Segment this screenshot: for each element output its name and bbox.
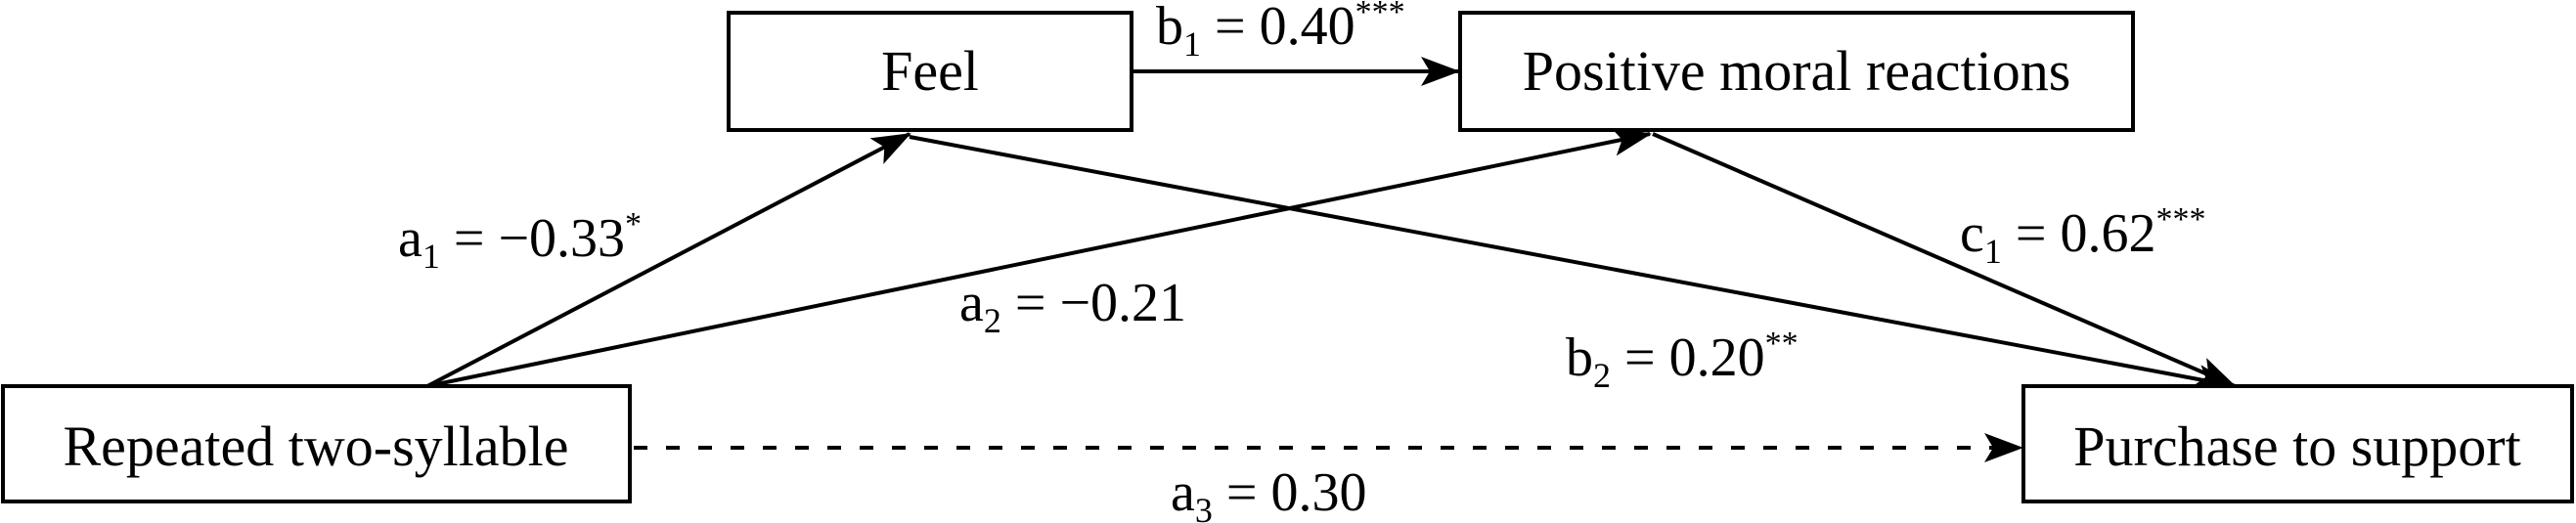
- node-purchase-to-support: Purchase to support: [2021, 384, 2574, 503]
- node-feel-label: Feel: [881, 39, 979, 103]
- edge-b2: [909, 135, 2237, 394]
- node-rts-label: Repeated two-syllable: [64, 414, 569, 478]
- edge-a1: [426, 132, 911, 388]
- label-a2: a2 = −0.21: [959, 273, 1186, 340]
- node-pts-label: Purchase to support: [2073, 414, 2521, 478]
- label-b1: b1 = 0.40***: [1156, 0, 1405, 64]
- edge-a2: [426, 126, 1652, 388]
- edge-c1: [1652, 132, 2237, 388]
- label-a3: a3 = 0.30: [1171, 462, 1366, 523]
- label-c1: c1 = 0.62***: [1960, 201, 2205, 271]
- node-repeated-two-syllable: Repeated two-syllable: [1, 384, 632, 503]
- label-b2: b2 = 0.20**: [1566, 326, 1799, 395]
- node-feel: Feel: [727, 11, 1133, 132]
- label-a1: a1 = −0.33*: [398, 206, 642, 276]
- node-positive-moral-reactions: Positive moral reactions: [1458, 11, 2135, 132]
- node-pmr-label: Positive moral reactions: [1523, 39, 2071, 103]
